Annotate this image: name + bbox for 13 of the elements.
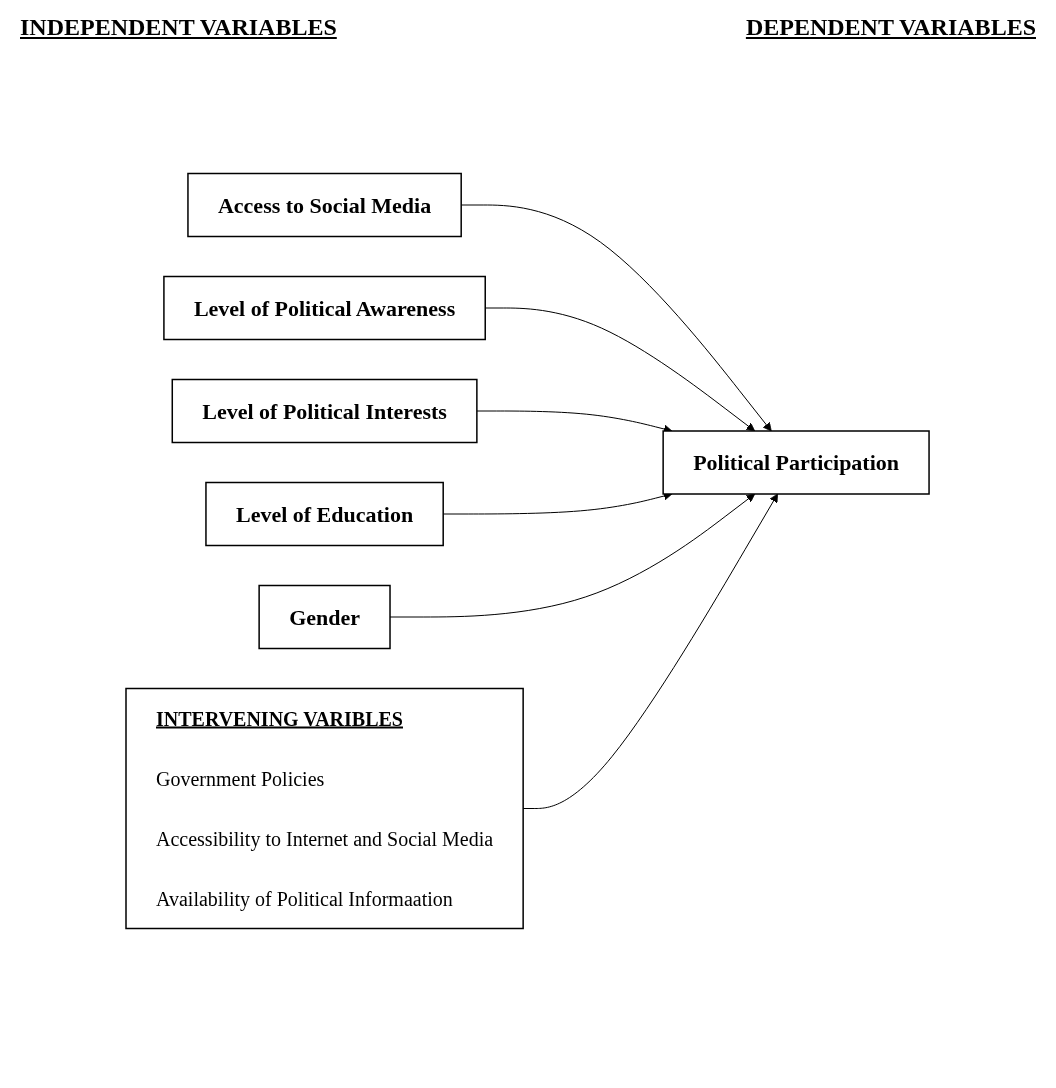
arrow [390, 493, 756, 618]
node-box: Level of Education [205, 481, 445, 547]
node-box: Level of Political Awareness [163, 275, 487, 341]
node-box: Political Participation [662, 430, 931, 495]
node-box: Level of Political Interests [172, 378, 479, 444]
arrow [461, 204, 773, 432]
column-heading: INDEPENDENT VARIABLES [20, 14, 337, 41]
column-heading: DEPENDENT VARIABLES [745, 14, 1036, 41]
arrow [523, 493, 779, 809]
node-box: Access to Social Media [187, 172, 463, 238]
arrow [485, 307, 756, 432]
node-box: INTERVENING VARIBLES Government Policies Accessibility to Internet and Social Media Availability of Political Informaation [125, 687, 525, 930]
node-box: Gender [258, 584, 392, 650]
